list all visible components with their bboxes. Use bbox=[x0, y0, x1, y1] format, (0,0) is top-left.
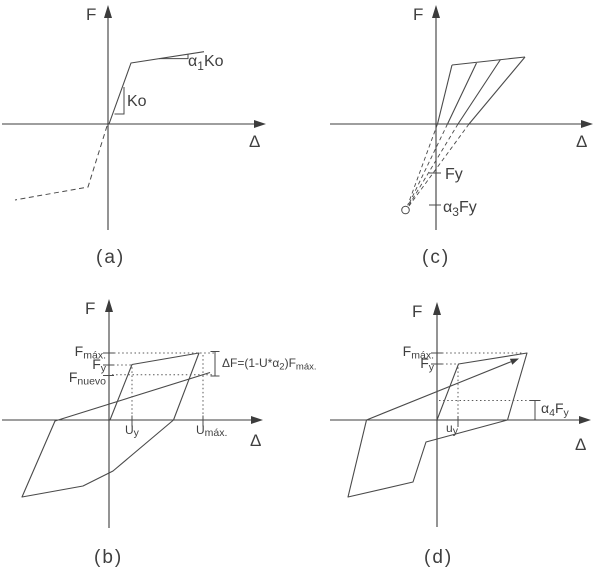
panel-b-uy-label: Uy bbox=[125, 423, 140, 439]
panel-c-y-axis-label: F bbox=[413, 5, 423, 24]
panel-d-hysteresis-loop bbox=[347, 352, 528, 498]
panel-d-fy-label: Fy bbox=[420, 355, 435, 374]
panel-c-convergence-point-circle bbox=[401, 205, 410, 215]
panel-c-unloading-dashed-2 bbox=[407, 123, 448, 206]
panel-b-delta-f-bracket bbox=[210, 351, 220, 377]
panel-c-unloading-dashed-1 bbox=[407, 123, 438, 206]
panel-a-post-yield-slope-mark bbox=[159, 54, 189, 60]
panel-c-x-axis-arrow-icon bbox=[581, 120, 593, 128]
panel-b-y-axis-label: F bbox=[85, 299, 95, 318]
panel-c-alpha3fy-label: α3Fy bbox=[443, 199, 477, 219]
panel-d-uy-label: uy bbox=[446, 421, 459, 437]
panel-a-x-axis-label: Δ bbox=[249, 132, 260, 151]
panel-b-hysteresis-loop bbox=[21, 352, 211, 498]
panel-a-caption: (a) bbox=[96, 247, 125, 268]
panel-b-delta-f-formula: ΔF=(1-U*α2)Fmáx. bbox=[222, 356, 317, 373]
panel-c-caption: (c) bbox=[422, 247, 450, 268]
panel-a: F Δ Ko α1Ko (a) bbox=[2, 5, 266, 268]
panel-a-ko-label: Ko bbox=[127, 93, 147, 110]
panel-b-x-axis-arrow-icon bbox=[251, 416, 263, 424]
panel-a-y-axis-arrow-icon bbox=[104, 5, 112, 18]
panel-d-y-axis-arrow-icon bbox=[433, 302, 441, 315]
panel-d-y-axis-label: F bbox=[412, 302, 422, 321]
panel-c-unloading-dashed-4 bbox=[408, 123, 470, 207]
panel-c-unloading-dashed-3 bbox=[408, 123, 459, 206]
panel-b-fnuevo-label: Fnuevo bbox=[69, 369, 106, 388]
panel-a-negative-branch-dashed-curve bbox=[14, 125, 108, 201]
panel-c-fan-line-4 bbox=[468, 56, 526, 125]
panel-d-caption: (d) bbox=[424, 547, 453, 568]
panel-b-fy-label: Fy bbox=[92, 356, 107, 375]
panel-c-fan-line-1 bbox=[436, 64, 453, 125]
panel-c-fan-line-2 bbox=[447, 62, 477, 125]
panel-b-umax-label: Umáx. bbox=[196, 423, 227, 439]
panel-b-x-axis-label: Δ bbox=[250, 431, 261, 450]
panel-b-caption: (b) bbox=[94, 547, 123, 568]
panel-b: F Δ Fmáx. Fy Fnuevo Uy Umáx. ΔF=(1-U*α2)… bbox=[2, 299, 317, 568]
panel-d-x-axis-arrow-icon bbox=[579, 416, 591, 424]
panel-d-x-axis-label: Δ bbox=[575, 435, 586, 454]
panel-d-alpha4fy-label: α4Fy bbox=[541, 400, 570, 419]
panel-b-fmax-label: Fmáx. bbox=[75, 343, 106, 362]
panel-c-fan-line-3 bbox=[457, 59, 501, 125]
panel-a-initial-slope-mark bbox=[114, 87, 125, 115]
panel-c: F Δ Fy α3Fy (c) bbox=[330, 5, 593, 268]
panel-d-fmax-label: Fmáx. bbox=[403, 343, 434, 362]
panel-b-y-axis-arrow-icon bbox=[105, 299, 113, 312]
panel-d: F Δ Fmáx. Fy uy α4Fy (d) bbox=[330, 302, 591, 568]
panel-d-reloading-arrow-shaft bbox=[366, 361, 512, 421]
panel-d-alpha4fy-bracket bbox=[529, 400, 541, 420]
panel-c-y-axis-arrow-icon bbox=[432, 5, 440, 18]
panel-a-backbone-curve bbox=[108, 51, 205, 125]
panel-d-reloading-arrow-icon bbox=[509, 358, 519, 365]
panel-c-fy-label: Fy bbox=[445, 166, 463, 183]
panel-a-x-axis-arrow-icon bbox=[254, 120, 266, 128]
panel-a-y-axis-label: F bbox=[86, 5, 96, 24]
panel-a-alpha1ko-label: α1Ko bbox=[188, 53, 224, 73]
panel-c-fan-top-line bbox=[451, 56, 526, 66]
panel-c-x-axis-label: Δ bbox=[576, 132, 587, 151]
